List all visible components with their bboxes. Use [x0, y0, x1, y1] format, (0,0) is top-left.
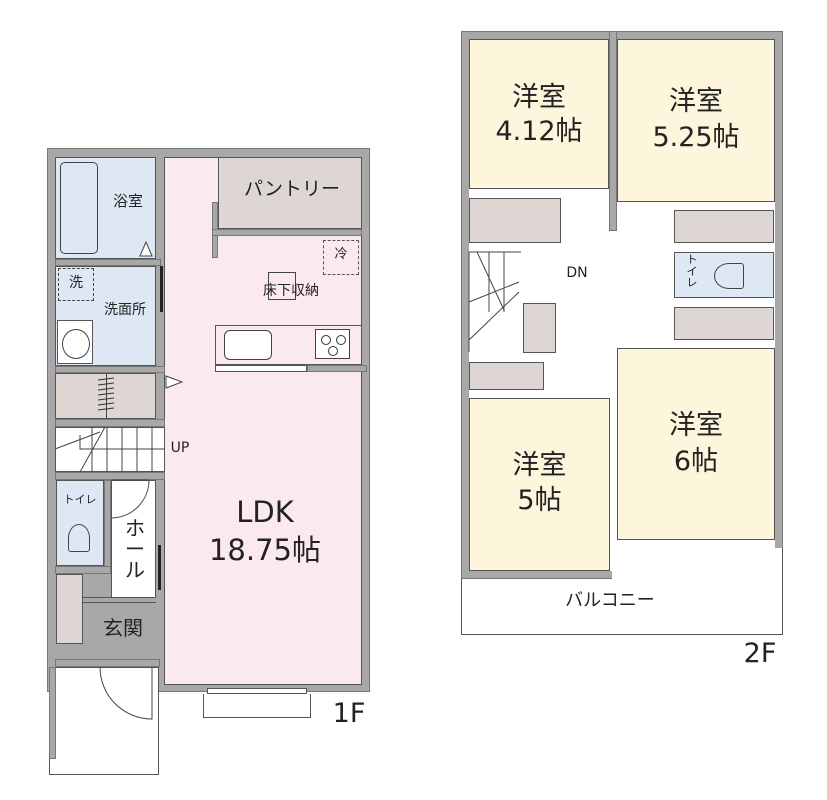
- underfloor-label: 床下収納: [263, 283, 319, 299]
- underfloor-hatch: [268, 272, 296, 300]
- room-nw-2f: [469, 39, 609, 189]
- fridge-box: [323, 240, 359, 275]
- stairs-up-label: UP: [170, 440, 190, 456]
- toilet-label-1f: トイレ: [63, 493, 97, 506]
- stairs-icon-2f: [468, 251, 521, 352]
- stove-icon: [315, 329, 350, 359]
- sliding-door: [160, 266, 163, 312]
- room-nw-size: 4.12帖: [495, 116, 583, 147]
- storage-divider: [106, 373, 107, 419]
- bathtub-icon: [60, 162, 98, 254]
- door-arrow-icon: [139, 240, 153, 257]
- step-line: [83, 597, 156, 603]
- closet-sw: [469, 362, 544, 390]
- storage-1f: [55, 373, 156, 419]
- closet-se: [674, 307, 774, 340]
- stairs-icon: [54, 426, 165, 473]
- room-bath: [55, 157, 156, 259]
- sink-icon: [224, 330, 272, 360]
- ldk-name: LDK: [236, 495, 294, 529]
- window-south: [207, 688, 307, 694]
- hanger-icon: [97, 377, 115, 411]
- door-swing-icon: [110, 479, 150, 519]
- entrance-wall: [55, 659, 160, 667]
- room-ne-size: 5.25帖: [652, 122, 740, 153]
- hall-sliding-door: [158, 545, 161, 590]
- closet-ne: [674, 210, 774, 243]
- pantry-wall: [212, 229, 362, 236]
- bath-label: 浴室: [112, 192, 143, 210]
- shoe-storage: [56, 574, 83, 644]
- pantry-label: パントリー: [244, 178, 340, 200]
- stairs-down-label: DN: [566, 265, 588, 281]
- room-ne-name: 洋室: [669, 86, 723, 117]
- room-sw-2f: [469, 398, 610, 571]
- room-nw-name: 洋室: [512, 82, 566, 113]
- room-se-size: 6帖: [673, 446, 719, 477]
- wall-nw-center: [609, 31, 617, 231]
- closet-stair: [523, 303, 556, 353]
- washroom-label: 洗面所: [104, 302, 146, 318]
- floor-label-1f: 1F: [332, 698, 366, 729]
- balcony: [461, 579, 783, 635]
- entrance-door-icon: [99, 666, 153, 720]
- room-sw-size: 5帖: [517, 485, 562, 516]
- washer-box: [58, 268, 94, 301]
- bath-wall: [55, 259, 161, 266]
- wall-stairs-bottom: [55, 472, 165, 480]
- room-se-2f: [617, 348, 775, 540]
- hall-label: ホ ー ル: [125, 516, 145, 582]
- room-se-name: 洋室: [669, 410, 723, 441]
- burner-icon: [321, 335, 346, 356]
- floor-label-2f: 2F: [743, 638, 777, 669]
- door-arrow-icon: [165, 375, 184, 389]
- toilet-icon: [68, 524, 90, 552]
- fridge-label: 冷: [334, 247, 348, 262]
- wall-1f-mid: [55, 366, 165, 373]
- counter-edge: [215, 365, 307, 372]
- room-sw-name: 洋室: [512, 450, 567, 481]
- room-hall: [111, 480, 156, 598]
- room-pantry: [218, 157, 362, 229]
- room-ldk: [164, 157, 362, 685]
- washbasin-icon: [57, 320, 93, 364]
- washer-label: 洗: [69, 275, 83, 291]
- closet-nw: [469, 198, 561, 243]
- toilet-wall-bottom: [55, 566, 111, 574]
- room-ne-2f: [617, 39, 775, 202]
- kitchen-wall: [307, 365, 367, 372]
- floor-plan-1f: パントリー 冷 床下収納 LDK 18.75帖 浴室 洗 洗面所: [0, 0, 400, 800]
- wall-stairs-top: [55, 419, 165, 427]
- room-washroom: [55, 266, 156, 366]
- entrance-label: 玄関: [103, 616, 143, 640]
- bay-window-ledge: [203, 694, 311, 718]
- balcony-label: バルコニー: [565, 590, 655, 611]
- toilet-label-2f: ト イ レ: [686, 253, 698, 290]
- balcony-upper: [612, 548, 783, 581]
- porch-wall: [49, 667, 56, 759]
- toilet-icon-2f: [714, 263, 744, 289]
- ldk-size: 18.75帖: [208, 533, 322, 567]
